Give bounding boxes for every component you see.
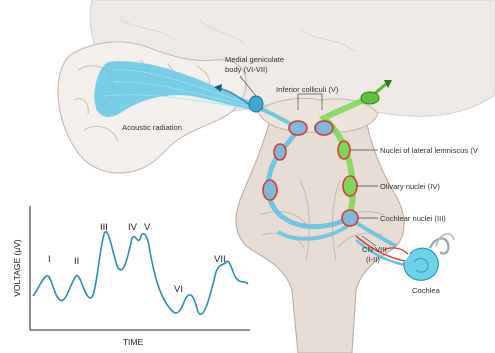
abr-waveform-inset: I II III IV V VI VII VOLTAGE (μV) TIME — [12, 206, 250, 347]
label-inferior-colliculi: Inferior colliculi (V) — [276, 85, 339, 94]
olivary-nucleus-right — [343, 176, 357, 196]
waveform-trace — [33, 232, 248, 315]
peak-iii: III — [100, 222, 108, 233]
cochlear-nucleus — [342, 210, 358, 226]
x-axis-label: TIME — [123, 337, 144, 347]
label-medial-geniculate-line2: body (VI-VII) — [225, 65, 268, 74]
label-cn-viii-line2: (I-II) — [366, 255, 380, 264]
medial-geniculate-right — [361, 92, 379, 104]
peak-v: V — [144, 222, 151, 233]
label-cochlear-nuclei: Cochlear nuclei (III) — [380, 214, 446, 223]
label-lateral-lemniscus: Nuclei of lateral lemniscus (V — [380, 146, 479, 155]
auditory-cortex — [58, 42, 252, 173]
inferior-colliculus-left — [289, 121, 307, 135]
lateral-lemniscus-right — [338, 141, 350, 159]
inferior-colliculus-right — [315, 121, 333, 135]
peak-iv: IV — [128, 222, 138, 233]
y-axis-label: VOLTAGE (μV) — [12, 239, 22, 297]
label-cochlea: Cochlea — [412, 286, 441, 295]
lateral-lemniscus-left — [274, 144, 286, 160]
label-acoustic-radiation: Acoustic radiation — [122, 123, 182, 132]
peak-vi: VI — [174, 284, 183, 295]
label-olivary-nuclei: Olivary nuclei (IV) — [380, 182, 440, 191]
peak-ii: II — [74, 256, 79, 267]
label-medial-geniculate-line1: Medial geniculate — [225, 55, 284, 64]
peak-i: I — [48, 254, 51, 265]
peak-vii: VII — [214, 254, 226, 265]
label-cn-viii-line1: CN VIII — [362, 245, 386, 254]
olivary-nucleus-left — [263, 180, 277, 200]
medial-geniculate-nucleus — [249, 96, 263, 112]
